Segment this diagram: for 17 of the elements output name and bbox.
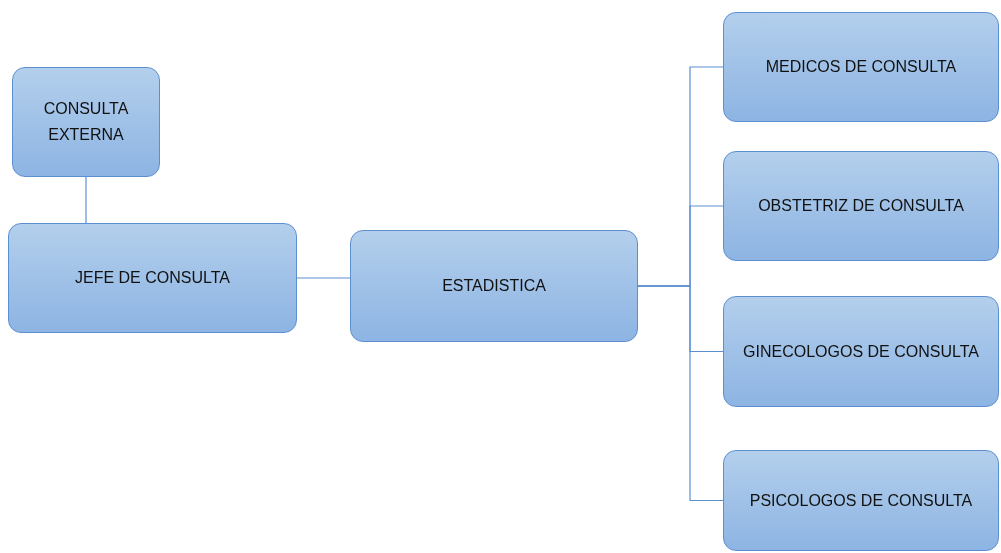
connector-line (637, 285, 724, 502)
org-box (723, 12, 999, 122)
box-label: JEFE DE CONSULTA (75, 268, 230, 289)
org-box (8, 223, 297, 333)
box-label: GINECOLOGOS DE CONSULTA (743, 341, 979, 362)
box-label: MEDICOS DE CONSULTA (765, 57, 957, 78)
box-label: PSICOLOGOS DE CONSULTA (749, 490, 973, 511)
org-box (723, 296, 999, 407)
org-box (350, 230, 638, 342)
box-label: ESTADISTICA (442, 276, 546, 297)
connector-line (296, 277, 351, 279)
org-box (723, 151, 999, 261)
org-box (12, 67, 160, 177)
connector-line (85, 176, 87, 224)
box-label: CONSULTA EXTERNA (42, 99, 130, 145)
box-label: OBSTETRIZ DE CONSULTA (758, 196, 964, 217)
org-box (723, 450, 999, 551)
